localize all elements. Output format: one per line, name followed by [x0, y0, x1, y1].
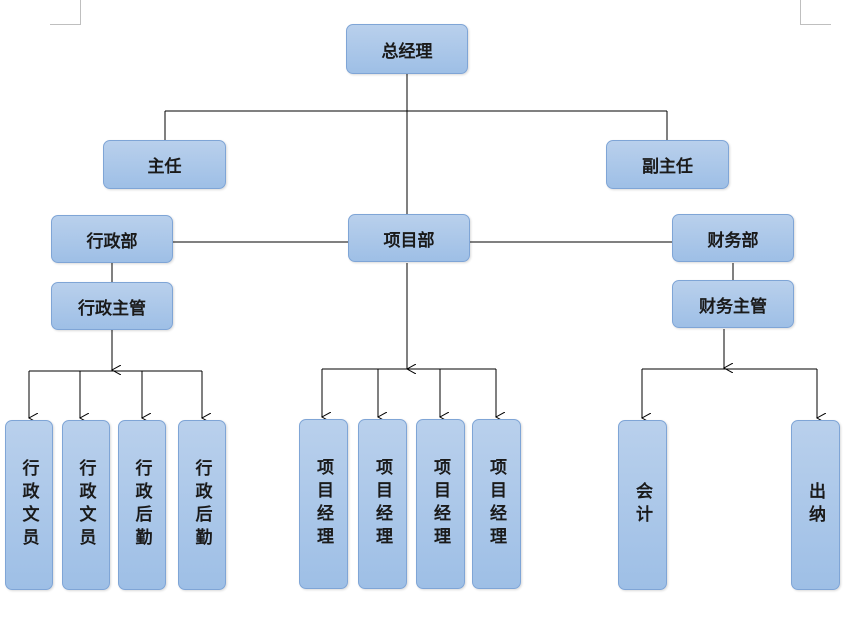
node-project-manager: 项目经理: [299, 419, 348, 589]
node-admin-staff: 行政文员: [62, 420, 110, 590]
page-corner-mark-left: [50, 0, 81, 25]
node-finance-dept: 财务部: [672, 214, 794, 262]
node-admin-staff: 行政后勤: [178, 420, 226, 590]
node-deputy-director: 副主任: [606, 140, 729, 189]
node-director: 主任: [103, 140, 226, 189]
node-ceo: 总经理: [346, 24, 468, 74]
node-project-manager: 项目经理: [358, 419, 407, 589]
node-admin-supervisor: 行政主管: [51, 282, 173, 330]
node-project-manager: 项目经理: [416, 419, 465, 589]
node-finance-supervisor: 财务主管: [672, 280, 794, 328]
node-cashier: 出纳: [791, 420, 840, 590]
node-accountant: 会计: [618, 420, 667, 590]
node-admin-dept: 行政部: [51, 215, 173, 263]
node-admin-staff: 行政文员: [5, 420, 53, 590]
node-project-dept: 项目部: [348, 214, 470, 262]
node-project-manager: 项目经理: [472, 419, 521, 589]
page-corner-mark-right: [800, 0, 831, 25]
node-admin-staff: 行政后勤: [118, 420, 166, 590]
